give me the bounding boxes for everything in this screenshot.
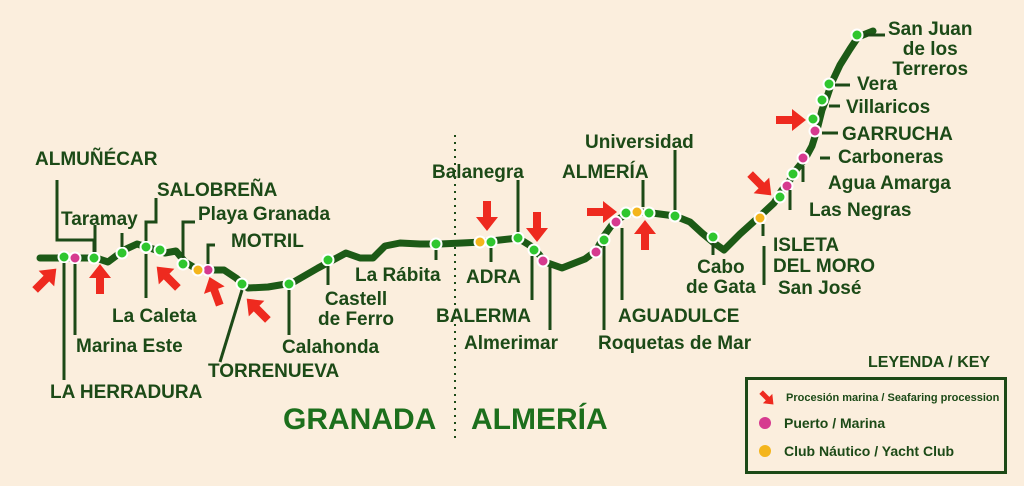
label-balanegra: Balanegra: [432, 162, 524, 183]
yacht-club-dot-icon: [759, 445, 771, 457]
label-castell-de-ferro: Castell de Ferro: [318, 289, 395, 330]
town-villaricos: [815, 93, 829, 107]
procession-arrow-torrenueva: [246, 298, 271, 323]
town-la-herradura: [57, 250, 71, 264]
town-balerma: [527, 243, 541, 257]
port-garrucha: [808, 124, 822, 138]
town-almeria-east: [642, 206, 656, 220]
label-almeria: ALMERÍA: [562, 162, 649, 183]
procession-arrow-la-herradura: [32, 268, 57, 293]
port-roquetas-de-mar: [589, 245, 603, 259]
town-calahonda: [282, 277, 296, 291]
label-garrucha: GARRUCHA: [842, 124, 953, 145]
label-agua-amarga: Agua Amarga: [828, 173, 951, 194]
label-san-jose: San José: [778, 278, 862, 299]
label-aguadulce: AGUADULCE: [618, 306, 740, 327]
yacht-club-markers: [191, 205, 767, 277]
label-torrenueva: TORRENUEVA: [208, 361, 340, 382]
legend: Procesión marina / Seafaring procession …: [745, 377, 1007, 474]
town-balanegra: [511, 231, 525, 245]
label-la-rabita: La Rábita: [355, 265, 441, 286]
label-las-negras: Las Negras: [809, 200, 912, 221]
town-universidad: [668, 209, 682, 223]
town-adra: [484, 235, 498, 249]
label-la-caleta: La Caleta: [112, 306, 197, 327]
town-cabo-de-gata: [706, 230, 720, 244]
label-cabo-de-gata: Cabo de Gata: [686, 257, 756, 298]
procession-arrow-balerma: [526, 212, 548, 242]
leader-lines: [55, 33, 885, 380]
town-torrenueva: [235, 277, 249, 291]
port-dot-icon: [759, 417, 771, 429]
procession-arrow-las-negras: [747, 171, 772, 196]
label-almunecar: ALMUÑÉCAR: [35, 149, 158, 170]
legend-title: LEYENDA / KEY: [868, 354, 991, 371]
town-garrucha: [806, 112, 820, 126]
town-almunecar: [87, 251, 101, 265]
label-villaricos: Villaricos: [846, 97, 931, 118]
port-aguadulce: [609, 215, 623, 229]
port-carboneras: [796, 151, 810, 165]
procession-arrow-adra: [476, 201, 498, 231]
port-marina-este: [68, 251, 82, 265]
town-san-juan-de-los-terreros: [850, 28, 864, 42]
label-la-herradura: LA HERRADURA: [50, 382, 203, 403]
port-markers: [68, 124, 822, 277]
label-isleta-del-moro: ISLETA DEL MORO: [773, 235, 876, 277]
label-taramay: Taramay: [61, 209, 138, 230]
label-playa-granada: Playa Granada: [198, 204, 331, 225]
label-calahonda: Calahonda: [282, 337, 380, 358]
label-motril: MOTRIL: [231, 231, 304, 252]
region-granada: GRANADA: [283, 403, 437, 436]
label-carboneras: Carboneras: [838, 147, 944, 168]
town-castell-de-ferro: [321, 253, 335, 267]
procession-arrow-garrucha: [776, 109, 806, 131]
arrow-icon: [759, 390, 774, 405]
label-adra: ADRA: [466, 267, 521, 288]
label-almerimar: Almerimar: [464, 333, 558, 354]
procession-arrow-motril: [203, 276, 225, 307]
procession-arrow-aguadulce: [587, 201, 617, 223]
yacht-club-san-jose: [753, 211, 767, 225]
region-almeria: ALMERÍA: [471, 403, 608, 436]
port-almerimar: [536, 254, 550, 268]
legend-row-yacht-club: Club Náutico / Yacht Club: [758, 443, 954, 459]
procession-arrow-salobrena: [156, 266, 181, 291]
procession-arrow-almunecar: [89, 264, 111, 294]
procession-arrow-almeria: [634, 220, 656, 250]
legend-row-port: Puerto / Marina: [758, 415, 885, 431]
town-vera: [822, 77, 836, 91]
town-las-negras: [773, 190, 787, 204]
label-universidad: Universidad: [585, 132, 694, 153]
legend-procession-label: Procesión marina / Seafaring procession: [786, 392, 1000, 404]
label-vera: Vera: [857, 74, 898, 95]
legend-yacht-club-label: Club Náutico / Yacht Club: [784, 443, 955, 459]
label-san-juan-de-los-terreros: San Juan de los Terreros: [888, 19, 973, 80]
town-agua-amarga: [786, 167, 800, 181]
town-almeria: [619, 206, 633, 220]
yacht-club-adra: [473, 235, 487, 249]
port-las-negras: [780, 179, 794, 193]
town-la-rabita: [429, 237, 443, 251]
town-la-caleta: [153, 243, 167, 257]
town-playa-granada: [176, 257, 190, 271]
town-salobrena: [139, 240, 153, 254]
procession-arrows: [32, 109, 806, 323]
legend-row-procession: Procesión marina / Seafaring procession: [756, 388, 999, 408]
yacht-club-almeria: [630, 205, 644, 219]
town-aguadulce: [597, 233, 611, 247]
label-roquetas-de-mar: Roquetas de Mar: [598, 333, 752, 354]
label-balerma: BALERMA: [436, 306, 531, 327]
legend-port-label: Puerto / Marina: [784, 415, 886, 431]
label-salobrena: SALOBREÑA: [157, 180, 278, 201]
label-marina-este: Marina Este: [76, 336, 183, 357]
town-markers: [57, 28, 864, 291]
town-taramay: [115, 246, 129, 260]
yacht-club-motril: [191, 263, 205, 277]
